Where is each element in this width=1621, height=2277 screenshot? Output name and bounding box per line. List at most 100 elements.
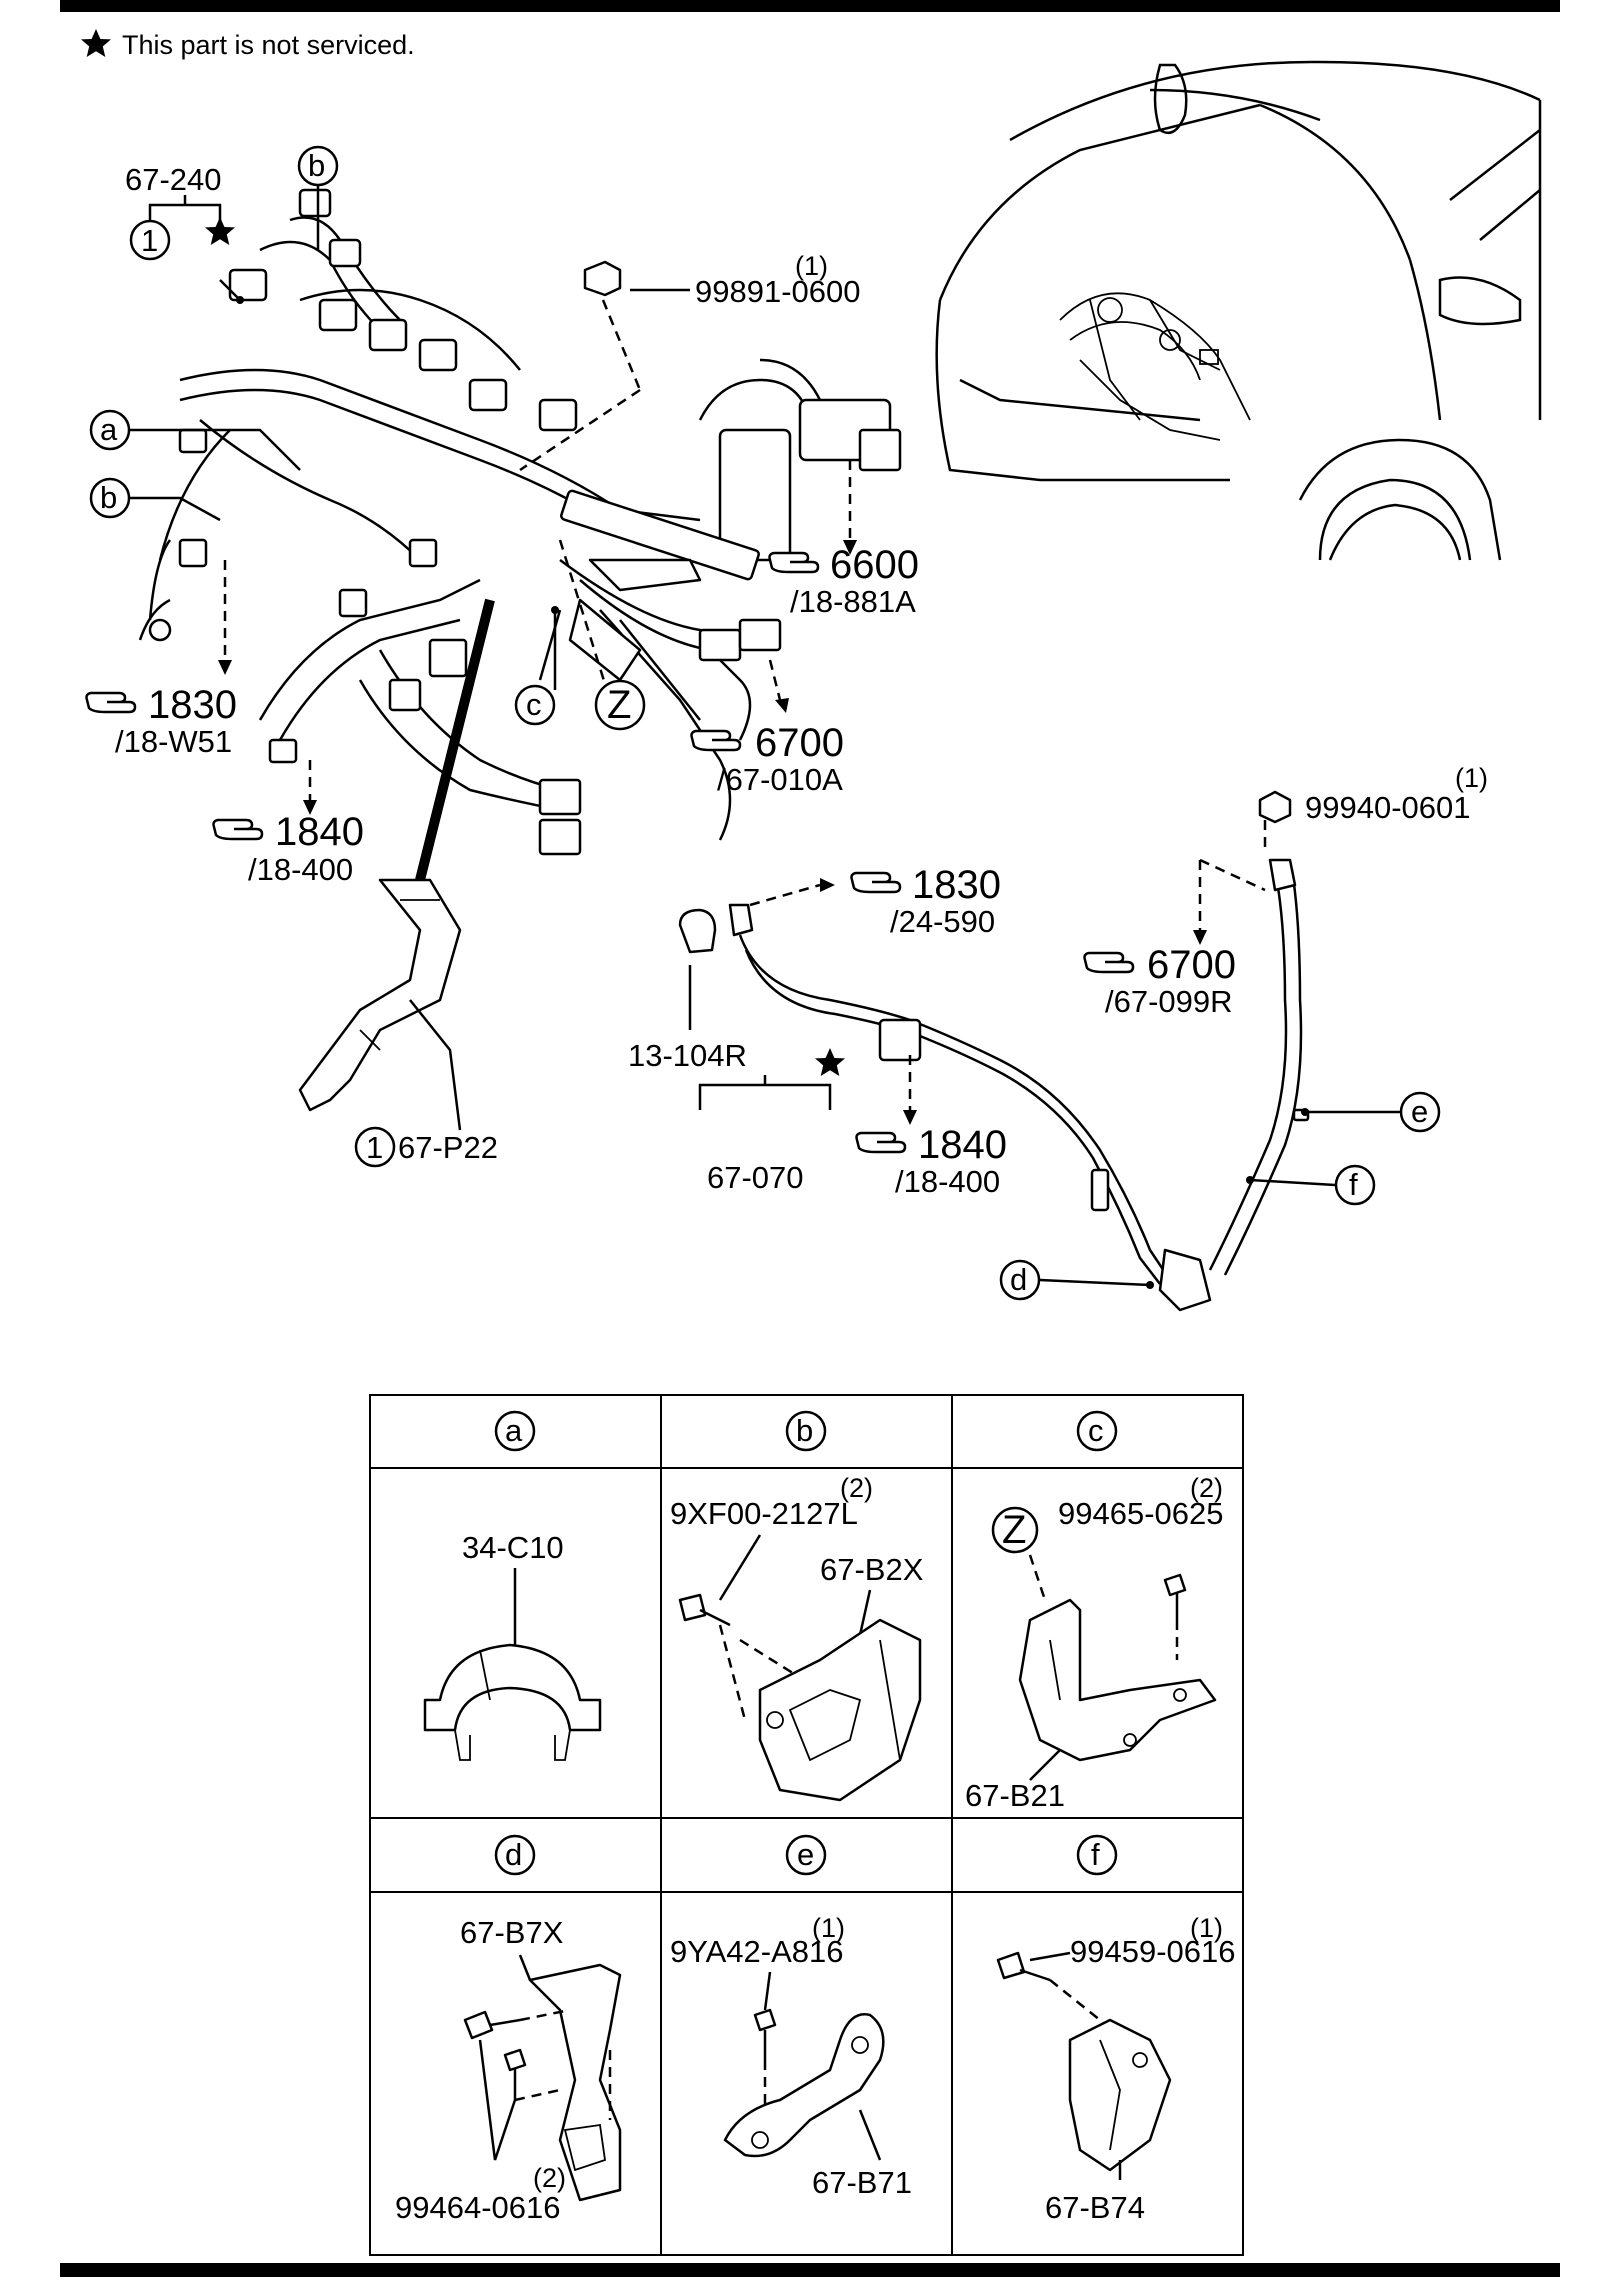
callout-c: c xyxy=(514,684,556,726)
svg-text:(1): (1) xyxy=(1190,1913,1223,1943)
svg-text:67-B74: 67-B74 xyxy=(1045,2190,1145,2225)
cell-f: (1) 99459-0616 67-B74 xyxy=(996,1913,1236,2225)
anchor-dots xyxy=(236,296,1309,1289)
svg-text:b: b xyxy=(308,148,325,183)
svg-text:a: a xyxy=(505,1413,523,1448)
table-header-b: b xyxy=(785,1410,827,1452)
svg-text:6700: 6700 xyxy=(1147,943,1236,987)
label-sub-cable: 67-P22 xyxy=(398,1130,498,1165)
ground-cable xyxy=(1208,858,1310,1276)
ref-1830-w51: 1830 /18-W51 xyxy=(85,683,237,759)
svg-text:67-B7X: 67-B7X xyxy=(460,1915,564,1950)
ref-6700-right: 6700 /67-099R xyxy=(1083,943,1236,1019)
qty-harness-main: 1 xyxy=(141,223,158,258)
table-header-e: e xyxy=(785,1834,827,1876)
svg-text:f: f xyxy=(1349,1167,1358,1202)
hand-pointer-icon xyxy=(212,818,264,841)
svg-text:99459-0616: 99459-0616 xyxy=(1070,1934,1236,1969)
svg-text:(2): (2) xyxy=(1190,1473,1223,1503)
svg-text:6700: 6700 xyxy=(755,721,844,765)
callout-a: a xyxy=(89,409,131,451)
svg-text:d: d xyxy=(1010,1262,1027,1297)
svg-text:99465-0625: 99465-0625 xyxy=(1058,1496,1224,1531)
table-header-c: c xyxy=(1076,1410,1118,1452)
nut-top-icon xyxy=(583,260,622,297)
note-text: This part is not serviced. xyxy=(122,30,415,60)
svg-text:67-B71: 67-B71 xyxy=(812,2165,912,2200)
svg-text:/18-400: /18-400 xyxy=(248,852,353,887)
ref-1830-590: 1830 /24-590 xyxy=(850,863,1001,939)
callout-f: f xyxy=(1334,1164,1376,1206)
svg-text:d: d xyxy=(505,1837,522,1872)
label-battery-cable: 67-070 xyxy=(707,1160,804,1195)
svg-text:9YA42-A816: 9YA42-A816 xyxy=(670,1934,844,1969)
svg-text:/18-W51: /18-W51 xyxy=(115,724,232,759)
detail-table xyxy=(369,1394,1244,2256)
svg-text:/67-099R: /67-099R xyxy=(1105,984,1233,1019)
svg-text:6600: 6600 xyxy=(830,543,919,587)
svg-text:34-C10: 34-C10 xyxy=(462,1530,564,1565)
svg-text:b: b xyxy=(100,480,117,515)
ref-6600: 6600 /18-881A xyxy=(768,543,919,619)
svg-text:1830: 1830 xyxy=(148,683,237,727)
svg-text:(1): (1) xyxy=(812,1913,845,1943)
callout-z: Z xyxy=(594,679,646,731)
svg-text:a: a xyxy=(100,412,118,447)
svg-text:f: f xyxy=(1091,1837,1100,1872)
svg-text:/18-881A: /18-881A xyxy=(790,584,916,619)
bottom-bar xyxy=(60,2263,1560,2277)
battery-cable xyxy=(678,903,1212,1312)
hand-pointer-icon xyxy=(850,871,902,894)
callout-b: b xyxy=(89,477,131,519)
svg-text:e: e xyxy=(1411,1094,1428,1129)
svg-text:1840: 1840 xyxy=(918,1123,1007,1167)
table-header-f: f xyxy=(1076,1834,1118,1876)
svg-text:Z: Z xyxy=(607,683,631,727)
label-terminal: 13-104R xyxy=(628,1038,747,1073)
ref-6700-top: 6700 /67-010A xyxy=(690,721,844,797)
star-icon xyxy=(815,1048,845,1076)
svg-text:/67-010A: /67-010A xyxy=(717,762,843,797)
svg-text:99464-0616: 99464-0616 xyxy=(395,2190,561,2225)
cell-a: 34-C10 xyxy=(423,1530,602,1761)
callout-e: e xyxy=(1399,1091,1441,1133)
star-icon xyxy=(81,29,111,57)
sub-cable xyxy=(298,598,495,1112)
hand-pointer-icon xyxy=(690,729,742,752)
svg-text:e: e xyxy=(797,1837,814,1872)
table-header-d: d xyxy=(494,1834,536,1876)
svg-text:67-B21: 67-B21 xyxy=(965,1778,1065,1813)
star-icon xyxy=(205,217,235,245)
svg-text:/24-590: /24-590 xyxy=(890,904,995,939)
svg-text:b: b xyxy=(796,1413,813,1448)
hand-pointer-icon xyxy=(855,1131,907,1154)
qty-nut-top: (1) xyxy=(795,251,828,281)
svg-text:67-B2X: 67-B2X xyxy=(820,1552,924,1587)
label-harness-main: 67-240 xyxy=(125,162,222,197)
svg-text:(2): (2) xyxy=(533,2163,566,2193)
callout-b-top: b xyxy=(297,145,339,187)
svg-text:/18-400: /18-400 xyxy=(895,1164,1000,1199)
hand-pointer-icon xyxy=(768,551,820,574)
svg-text:c: c xyxy=(1088,1413,1104,1448)
leader-lines xyxy=(128,185,1400,1287)
cell-e: (1) 9YA42-A816 67-B71 xyxy=(670,1913,912,2200)
callout-d: d xyxy=(999,1259,1041,1301)
main-harness xyxy=(138,188,902,856)
top-bar xyxy=(60,0,1560,12)
label-nut-right: 99940-0601 xyxy=(1305,790,1471,825)
svg-text:1840: 1840 xyxy=(275,810,364,854)
table-header-a: a xyxy=(494,1410,536,1452)
cell-b: (2) 9XF00-2127L 67-B2X xyxy=(670,1473,924,1802)
arrow-heads xyxy=(218,540,1207,1125)
svg-text:9XF00-2127L: 9XF00-2127L xyxy=(670,1496,858,1531)
qty-circle xyxy=(354,1126,396,1168)
hand-pointer-icon xyxy=(1083,951,1135,974)
qty-nut-right: (1) xyxy=(1455,763,1488,793)
cell-c: Z (2) 99465-0625 67-B21 xyxy=(965,1473,1224,1813)
label-nut-top: 99891-0600 xyxy=(695,274,861,309)
svg-text:Z: Z xyxy=(1002,1508,1026,1552)
hand-pointer-icon xyxy=(85,691,137,714)
ref-1840-top: 1840 /18-400 xyxy=(212,810,364,887)
